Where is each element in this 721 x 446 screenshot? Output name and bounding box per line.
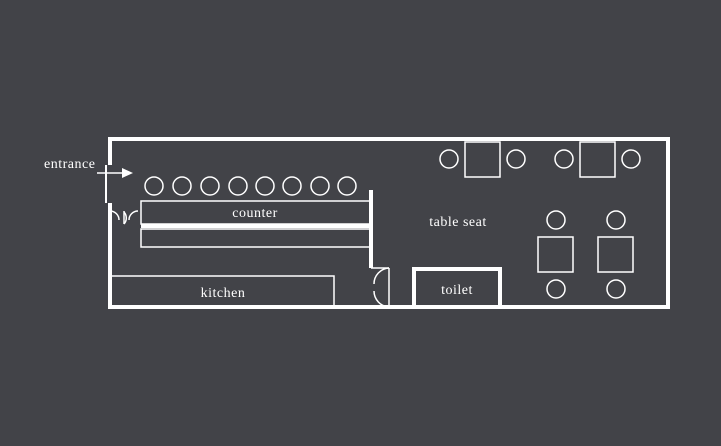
- stool: [282, 176, 302, 196]
- table: [464, 141, 501, 178]
- chair: [546, 279, 566, 299]
- table-seat-label: table seat: [429, 215, 486, 230]
- toilet-label: toilet: [441, 283, 473, 298]
- chair: [506, 149, 526, 169]
- table: [579, 141, 616, 178]
- stool: [337, 176, 357, 196]
- stool: [310, 176, 330, 196]
- chair: [606, 210, 626, 230]
- stool: [172, 176, 192, 196]
- toilet: [412, 267, 502, 309]
- counter-label: counter: [232, 206, 277, 221]
- door-swing-icon: [109, 210, 139, 225]
- counter-back-shelf: [140, 228, 372, 248]
- table: [537, 236, 574, 273]
- chair: [621, 149, 641, 169]
- chair: [546, 210, 566, 230]
- table-group-top: [439, 141, 641, 178]
- entrance-label: entrance: [44, 157, 95, 172]
- entrance-arrow-icon: [97, 168, 133, 178]
- counter-stools: [144, 176, 357, 196]
- stool: [228, 176, 248, 196]
- kitchen: [109, 275, 335, 308]
- kitchen-door-icon: [371, 267, 390, 308]
- stool: [255, 176, 275, 196]
- kitchen-label: kitchen: [201, 286, 246, 301]
- stool: [144, 176, 164, 196]
- table-group-right: [537, 210, 634, 299]
- chair: [606, 279, 626, 299]
- chair: [554, 149, 574, 169]
- stool: [200, 176, 220, 196]
- chair: [439, 149, 459, 169]
- table: [597, 236, 634, 273]
